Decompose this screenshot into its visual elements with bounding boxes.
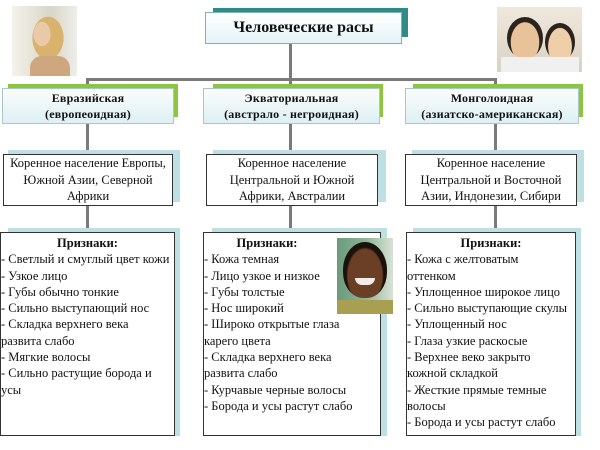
race-subname: (австрало - негроидная) xyxy=(224,107,359,121)
trait-line: кожной складкой xyxy=(407,366,498,381)
traits-title: Признаки: xyxy=(460,236,522,250)
traits-box-mongoloid: Признаки: - Кожа с желтоватым оттенком -… xyxy=(406,232,576,436)
connector-mid-hdr-region xyxy=(289,122,292,154)
trait-line: - Уплощенный нос xyxy=(407,317,507,332)
race-subname: (европеоидная) xyxy=(45,107,131,121)
trait-line: карего цвета xyxy=(204,333,271,348)
trait-line: - Губы обычно тонкие xyxy=(1,284,119,299)
trait-line: - Лицо узкое и низкое xyxy=(204,268,320,283)
asian-children-photo xyxy=(497,7,582,72)
trait-line: - Узкое лицо xyxy=(1,268,68,283)
boy-smile xyxy=(355,278,375,285)
trait-line: развита слабо xyxy=(1,333,75,348)
trait-line: - Сильно выступающий нос xyxy=(1,301,150,316)
trait-line: - Широко открытые глаза xyxy=(204,317,340,332)
trait-line: - Уплощенное широкое лицо xyxy=(407,284,561,299)
trait-line: усы xyxy=(1,382,22,397)
connector-right-down xyxy=(494,78,497,88)
connector-title-down xyxy=(289,42,292,80)
region-line: Коренное население xyxy=(237,156,347,171)
region-line: Азии, Индонезии, Сибири xyxy=(421,189,561,204)
trait-line: - Кожа темная xyxy=(204,252,280,267)
trait-line: - Светлый и смуглый цвет кожи xyxy=(1,252,170,267)
traits-title: Признаки: xyxy=(236,236,298,250)
kid-right-face xyxy=(545,23,575,61)
connector-mid-region-traits xyxy=(289,205,292,232)
trait-line: - Жесткие прямые темные xyxy=(407,382,547,397)
girl-photo xyxy=(12,6,77,76)
connector-left-hdr-region xyxy=(86,122,89,154)
region-line: Центральной и Южной xyxy=(229,172,355,187)
trait-line: волосы xyxy=(407,398,446,413)
trait-line: - Борода и усы растут слабо xyxy=(407,415,556,430)
connector-right-hdr-region xyxy=(494,122,497,154)
trait-line: - Мягкие волосы xyxy=(1,350,91,365)
race-name: Монголоидная xyxy=(450,91,534,105)
race-header-equatorial: Экваториальная (австрало - негроидная) xyxy=(203,88,380,124)
race-header-mongoloid: Монголоидная (азиатско-американская) xyxy=(405,88,579,124)
region-line: Африки xyxy=(66,189,110,204)
trait-line: - Курчавые черные волосы xyxy=(204,382,347,397)
trait-line: - Кожа с желтоватым xyxy=(407,252,519,267)
race-subname: (азиатско-американская) xyxy=(421,107,563,121)
trait-line: - Сильно растущие борода и xyxy=(1,366,152,381)
boy-head xyxy=(343,242,387,298)
region-box-eurasian: Коренное население Европы, Южной Азии, С… xyxy=(3,154,173,206)
region-line: Южной Азии, Северной xyxy=(23,172,153,187)
connector-right-region-traits xyxy=(494,205,497,232)
kid-left-face xyxy=(507,17,543,59)
connector-left-region-traits xyxy=(86,205,89,232)
region-line: Коренное население xyxy=(436,156,546,171)
trait-line: развита слабо xyxy=(204,366,278,381)
traits-box-eurasian: Признаки: - Светлый и смуглый цвет кожи … xyxy=(0,232,175,436)
trait-line: - Складка верхнего века xyxy=(204,350,332,365)
trait-line: - Борода и усы растут слабо xyxy=(204,398,353,413)
trait-line: - Складка верхнего века xyxy=(1,317,129,332)
traits-title: Признаки: xyxy=(57,236,118,250)
trait-line: - Сильно выступающие скулы xyxy=(407,301,568,316)
region-box-equatorial: Коренное население Центральной и Южной А… xyxy=(206,154,378,206)
trait-line: - Губы толстые xyxy=(204,284,285,299)
race-name: Экваториальная xyxy=(244,91,339,105)
connector-left-down xyxy=(86,78,89,88)
trait-line: - Нос широкий xyxy=(204,301,284,316)
african-boy-photo xyxy=(337,238,393,314)
trait-line: - Верхнее веко закрыто xyxy=(407,350,531,365)
diagram-title: Человеческие расы xyxy=(205,12,402,44)
region-box-mongoloid: Коренное население Центральной и Восточн… xyxy=(405,154,577,206)
region-line: Африки, Австралии xyxy=(238,189,346,204)
trait-line: - Глаза узкие раскосые xyxy=(407,333,528,348)
trait-line: оттенком xyxy=(407,268,456,283)
race-header-eurasian: Евразийская (европеоидная) xyxy=(2,88,174,124)
connector-mid-down xyxy=(289,78,292,88)
kid-shirt xyxy=(501,57,579,72)
boy-shirt xyxy=(337,300,393,314)
race-name: Евразийская xyxy=(51,91,125,105)
region-line: Центральной и Восточной xyxy=(420,172,562,187)
region-line: Коренное население Европы, xyxy=(10,156,166,171)
